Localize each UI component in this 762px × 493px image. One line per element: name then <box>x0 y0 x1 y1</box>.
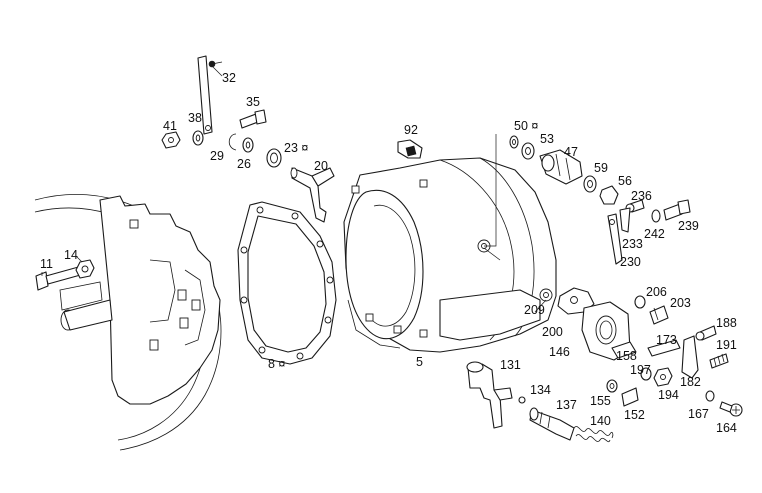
washer-167 <box>705 390 715 402</box>
bolt-236 <box>625 199 645 213</box>
label-134: 134 <box>530 383 551 397</box>
seal-50 <box>509 135 519 149</box>
clip-29 <box>228 133 237 151</box>
label-242: 242 <box>644 227 665 241</box>
label-197: 197 <box>630 363 651 377</box>
label-146: 146 <box>549 345 570 359</box>
washer-59 <box>583 175 597 193</box>
ball-134 <box>518 396 526 404</box>
washer-26 <box>242 137 254 153</box>
sensor-92 <box>397 139 423 159</box>
transmission-housing-5 <box>343 157 557 353</box>
spring-140 <box>573 426 614 443</box>
lever-182 <box>681 335 699 379</box>
label-11: 11 <box>40 257 53 271</box>
label-140: 140 <box>590 414 611 428</box>
label-131: 131 <box>500 358 521 372</box>
label-152: 152 <box>624 408 645 422</box>
washer-197 <box>640 367 652 381</box>
label-200: 200 <box>542 325 563 339</box>
bolt-239 <box>663 199 691 221</box>
label-173: 173 <box>656 333 677 347</box>
label-236: 236 <box>631 189 652 203</box>
label-92: 92 <box>404 123 418 137</box>
label-47: 47 <box>564 145 578 159</box>
part-labels: 32 35 41 38 29 26 23 ¤ 20 92 50 ¤ 53 47 … <box>40 71 737 435</box>
label-29: 29 <box>210 149 224 163</box>
label-50: 50 ¤ <box>514 119 538 133</box>
washer-155 <box>606 379 618 393</box>
washer-53 <box>521 142 535 160</box>
gasket-8 <box>237 201 337 365</box>
label-233: 233 <box>622 237 643 251</box>
bolt-188 <box>695 325 717 341</box>
bracket-233 <box>607 213 623 265</box>
lever-32 <box>197 55 223 135</box>
leader-lines <box>41 65 547 313</box>
label-230: 230 <box>620 255 641 269</box>
pin-173 <box>647 339 681 357</box>
engine-block-section <box>34 194 222 451</box>
label-56: 56 <box>618 174 632 188</box>
label-155: 155 <box>590 394 611 408</box>
plug-56 <box>599 185 619 205</box>
clip-158 <box>611 341 637 359</box>
screw-164 <box>719 401 743 417</box>
label-182: 182 <box>680 375 701 389</box>
label-158: 158 <box>616 349 637 363</box>
label-164: 164 <box>716 421 737 435</box>
label-239: 239 <box>678 219 699 233</box>
label-38: 38 <box>188 111 202 125</box>
washer-206 <box>634 295 646 309</box>
label-194: 194 <box>658 388 679 402</box>
bolt-152 <box>621 387 639 407</box>
label-59: 59 <box>594 161 608 175</box>
bolt-11 <box>35 265 85 291</box>
shaft-20 <box>290 167 335 223</box>
label-5: 5 <box>416 355 423 369</box>
nut-194 <box>653 367 673 387</box>
washer-38 <box>192 130 204 146</box>
label-167: 167 <box>688 407 709 421</box>
washer-242 <box>651 209 661 223</box>
label-203: 203 <box>670 296 691 310</box>
bracket-230 <box>619 207 631 233</box>
nut-14 <box>75 259 95 279</box>
label-137: 137 <box>556 398 577 412</box>
label-26: 26 <box>237 157 251 171</box>
plug-47 <box>539 149 583 185</box>
seal-23 <box>266 148 282 168</box>
label-32: 32 <box>222 71 236 85</box>
label-8: 8 ¤ <box>268 357 285 371</box>
label-53: 53 <box>540 132 554 146</box>
nut-41 <box>161 131 181 149</box>
valve-137 <box>529 407 575 441</box>
screw-191 <box>709 353 729 369</box>
valve-body-131 <box>466 361 513 429</box>
bolt-35 <box>239 109 267 129</box>
bolt-203 <box>649 305 669 325</box>
label-209: 209 <box>524 303 545 317</box>
label-14: 14 <box>64 248 78 262</box>
label-41: 41 <box>163 119 177 133</box>
label-206: 206 <box>646 285 667 299</box>
label-188: 188 <box>716 316 737 330</box>
label-35: 35 <box>246 95 260 109</box>
label-20: 20 <box>314 159 328 173</box>
label-23: 23 ¤ <box>284 141 308 155</box>
label-191: 191 <box>716 338 737 352</box>
